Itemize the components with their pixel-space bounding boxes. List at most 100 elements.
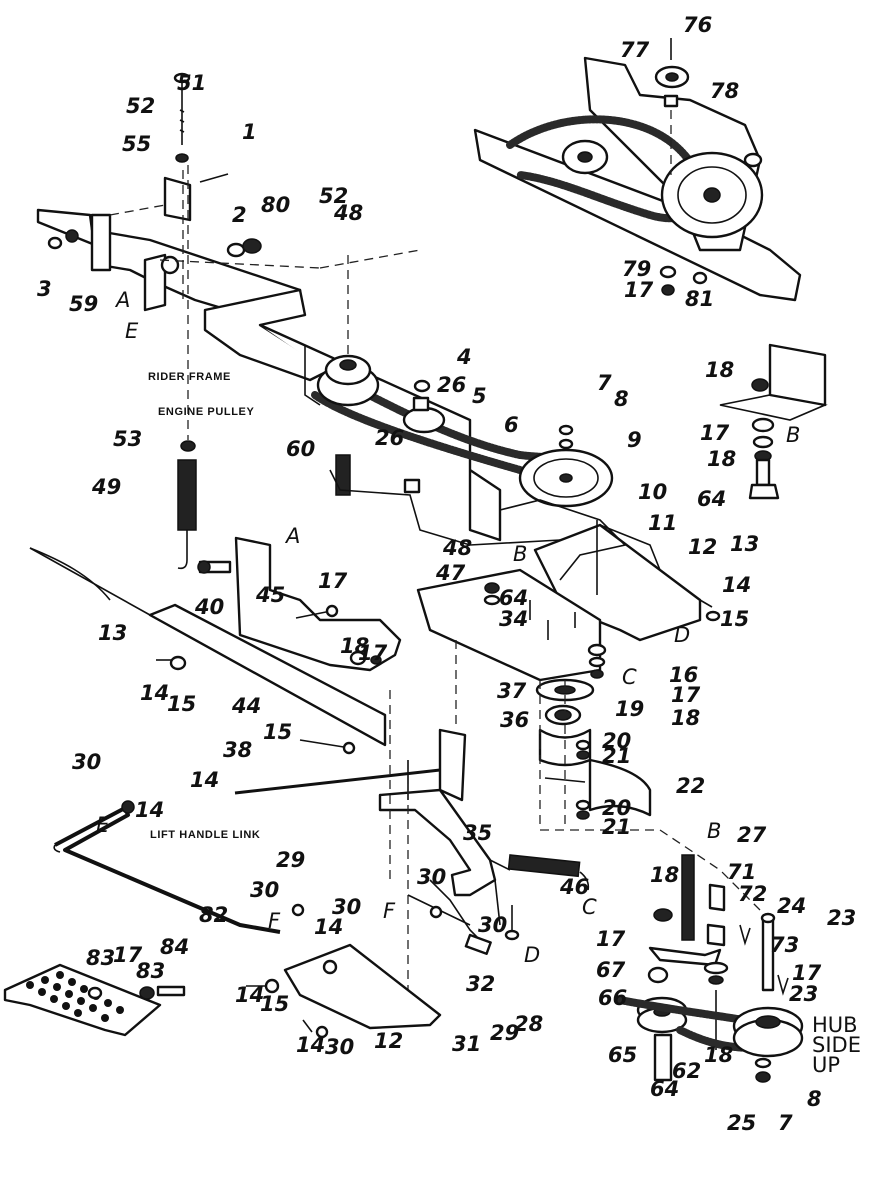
callout-18: 18: [671, 706, 700, 730]
caption-up: UP: [812, 1053, 840, 1077]
callout-46: 46: [559, 875, 589, 899]
callout-84: 84: [160, 935, 189, 959]
callout-64: 64: [650, 1077, 679, 1101]
callout-6: 6: [504, 413, 519, 437]
callout-7: 7: [778, 1111, 793, 1135]
callout-D: D: [524, 943, 540, 967]
callout-67: 67: [596, 958, 626, 982]
callout-21: 21: [602, 744, 631, 768]
callout-18: 18: [704, 1043, 733, 1067]
callout-B: B: [707, 819, 721, 843]
callout-59: 59: [69, 292, 98, 316]
callout-13: 13: [98, 621, 127, 645]
callout-55: 55: [122, 132, 151, 156]
callout-11: 11: [648, 511, 677, 535]
callout-81: 81: [685, 287, 714, 311]
frame-spring: [329, 454, 561, 546]
callout-30: 30: [250, 878, 279, 902]
callout-12: 12: [374, 1029, 403, 1053]
callout-31: 31: [452, 1032, 481, 1056]
callout-15: 15: [260, 992, 289, 1016]
callout-1: 1: [242, 120, 257, 144]
callout-E: E: [125, 319, 139, 343]
callout-7: 7: [597, 371, 612, 395]
callout-32: 32: [466, 972, 495, 996]
callout-30: 30: [72, 750, 101, 774]
caption-rider-frame: RIDER FRAME: [148, 371, 231, 383]
callout-8: 8: [807, 1087, 822, 1111]
callout-10: 10: [638, 480, 667, 504]
callout-65: 65: [608, 1043, 637, 1067]
idler-assembly: [539, 680, 804, 1083]
callout-9: 9: [627, 428, 642, 452]
callout-53: 53: [113, 427, 142, 451]
callout-18: 18: [650, 863, 679, 887]
callout-30: 30: [478, 913, 507, 937]
callout-17: 17: [596, 927, 626, 951]
callout-15: 15: [167, 692, 196, 716]
callout-71: 71: [727, 860, 756, 884]
callout-8: 8: [614, 387, 629, 411]
callout-E: E: [96, 813, 110, 837]
caption-side: SIDE: [812, 1033, 861, 1057]
callout-24: 24: [777, 894, 806, 918]
spindle-housing: [535, 678, 652, 830]
callout-66: 66: [598, 986, 627, 1010]
callout-64: 64: [499, 586, 528, 610]
lift-plate: [246, 879, 520, 1039]
callout-14: 14: [235, 983, 264, 1007]
callout-77: 77: [620, 38, 650, 62]
callout-14: 14: [314, 915, 343, 939]
callout-14: 14: [722, 573, 751, 597]
callout-29: 29: [490, 1021, 519, 1045]
callout-47: 47: [435, 561, 466, 585]
callout-5: 5: [472, 384, 487, 408]
spring-49: [177, 165, 197, 570]
callout-3: 3: [37, 277, 52, 301]
callout-16: 16: [669, 663, 698, 687]
lift-arm: [29, 536, 402, 747]
callout-B: B: [786, 423, 800, 447]
callout-14: 14: [135, 798, 164, 822]
callout-73: 73: [770, 933, 799, 957]
caption-engine-pulley: ENGINE PULLEY: [158, 406, 254, 418]
callout-27: 27: [737, 823, 767, 847]
lift-handle-link: [378, 640, 590, 1020]
idler-bracket: [416, 499, 721, 682]
callout-40: 40: [194, 595, 224, 619]
callout-62: 62: [672, 1059, 701, 1083]
callout-14: 14: [296, 1033, 325, 1057]
callout-25: 25: [727, 1111, 756, 1135]
callout-38: 38: [223, 738, 252, 762]
callout-22: 22: [676, 774, 705, 798]
callout-18: 18: [340, 634, 369, 658]
callout-18: 18: [705, 358, 734, 382]
lift-rods: [53, 739, 441, 934]
callout-17: 17: [792, 961, 822, 985]
callout-82: 82: [199, 903, 228, 927]
callout-A: A: [114, 288, 130, 312]
callout-79: 79: [622, 257, 651, 281]
callout-F: F: [268, 909, 281, 933]
callout-17: 17: [113, 943, 143, 967]
callout-48: 48: [442, 536, 472, 560]
callout-26: 26: [437, 373, 466, 397]
callout-44: 44: [231, 694, 261, 718]
callout-23: 23: [789, 982, 818, 1006]
footrest: [3, 963, 186, 1037]
callout-64: 64: [697, 487, 726, 511]
callout-F: F: [383, 899, 396, 923]
callout-35: 35: [463, 821, 492, 845]
callout-37: 37: [497, 679, 527, 703]
callout-B: B: [513, 542, 527, 566]
rider-frame: [36, 72, 421, 382]
caption-hub: HUB: [812, 1013, 858, 1037]
callout-18: 18: [707, 447, 736, 471]
callout-A: A: [284, 524, 300, 548]
callout-80: 80: [261, 193, 290, 217]
callout-83: 83: [136, 959, 165, 983]
callout-C: C: [582, 895, 597, 919]
callout-52: 52: [126, 94, 155, 118]
callout-45: 45: [255, 583, 285, 607]
callout-34: 34: [499, 607, 528, 631]
